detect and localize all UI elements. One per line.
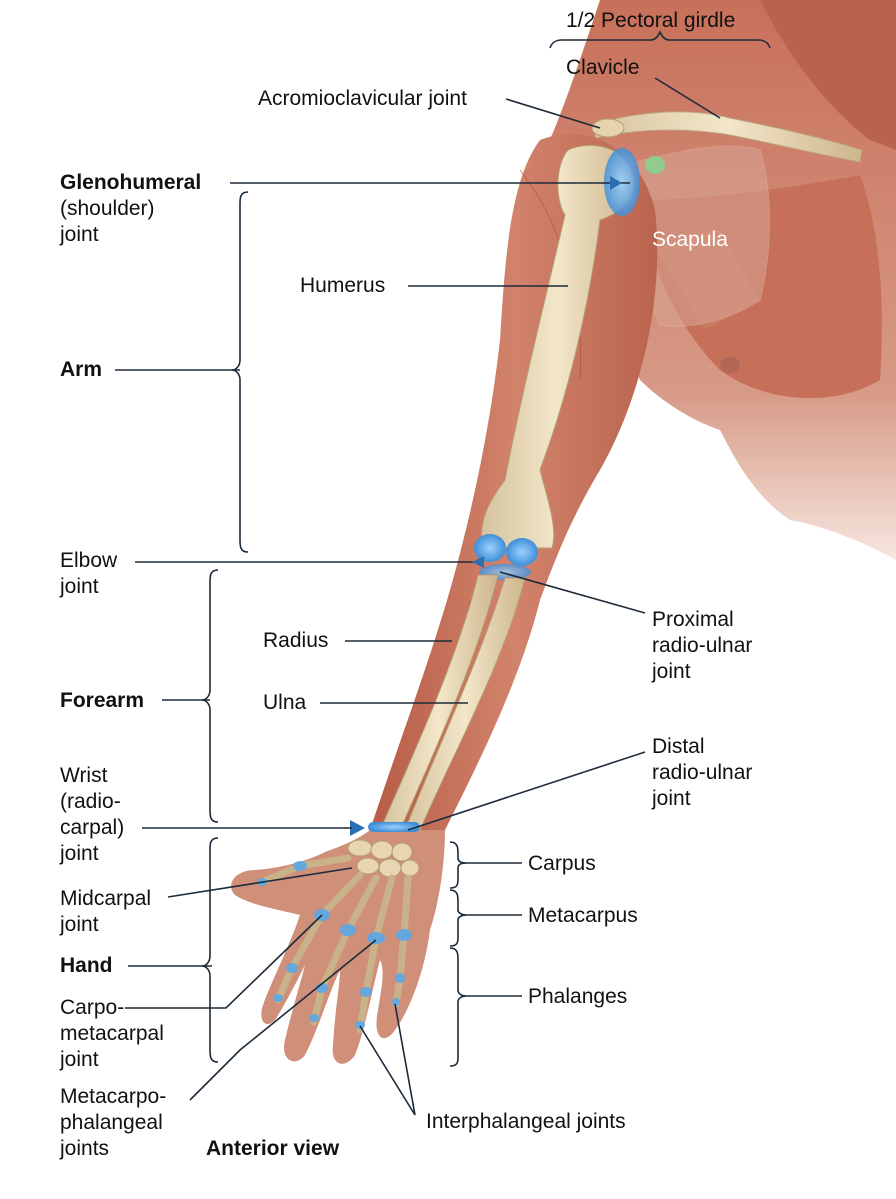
label-proximal: Proximal: [652, 608, 734, 631]
label-proximal-radio-ulnar: radio-ulnar: [652, 634, 753, 657]
label-anterior-view: Anterior view: [206, 1137, 340, 1160]
carpus-bracket: [449, 841, 467, 889]
interphalangeal-leader-2: [394, 1003, 416, 1116]
interphalangeal-leader-1: [359, 1025, 416, 1116]
label-interphalangeal-joints: Interphalangeal joints: [426, 1110, 626, 1133]
midcarpal-leader: [167, 867, 353, 898]
carpometacarpal-leader: [125, 914, 323, 1009]
leader-lines: [115, 77, 721, 1116]
label-distal: Distal: [652, 735, 705, 758]
label-arm: Arm: [60, 358, 103, 381]
label-humerus: Humerus: [300, 274, 386, 297]
label-phalangeal: phalangeal: [60, 1111, 163, 1134]
hand-bracket: [201, 837, 219, 1063]
hand-bones: [258, 854, 412, 1034]
clavicle-bone: [591, 111, 863, 163]
label-metacarpo: Metacarpo-: [60, 1085, 167, 1108]
metacarpophalangeal-leader: [189, 939, 377, 1101]
label-pectoral-girdle: 1/2 Pectoral girdle: [566, 9, 736, 32]
label-metacarpus: Metacarpus: [528, 904, 638, 927]
label-glenohumeral-joint: joint: [60, 223, 99, 246]
label-distal-radio-ulnar: radio-ulnar: [652, 761, 753, 784]
glenohumeral-joint-highlight: [604, 148, 640, 216]
label-cmc-joint: joint: [60, 1048, 99, 1071]
label-wrist-carpal: carpal): [60, 816, 125, 839]
label-hand: Hand: [60, 954, 113, 977]
phalanges-bracket: [449, 947, 467, 1067]
label-midcarpal: Midcarpal: [60, 887, 152, 910]
label-carpus: Carpus: [528, 852, 596, 875]
label-proximal-joint: joint: [652, 660, 691, 683]
distal-radio-ulnar-leader: [407, 751, 646, 831]
arm-bracket: [231, 191, 249, 553]
label-radius: Radius: [263, 629, 329, 652]
acromioclavicular-leader: [505, 98, 601, 129]
label-elbow-joint: joint: [60, 575, 99, 598]
label-distal-joint: joint: [652, 787, 691, 810]
label-wrist-joint: joint: [60, 842, 99, 865]
pectoral-girdle-bracket: [549, 30, 771, 49]
label-ulna: Ulna: [263, 691, 307, 714]
label-acromioclavicular-joint: Acromioclavicular joint: [258, 87, 467, 110]
metacarpus-bracket: [449, 889, 467, 947]
brackets: [201, 30, 771, 1067]
label-glenohumeral-shoulder: (shoulder): [60, 197, 155, 220]
forearm-bracket: [201, 569, 219, 823]
clavicle-leader: [654, 77, 721, 119]
label-mcp-joints: joints: [60, 1137, 110, 1160]
label-phalanges: Phalanges: [528, 985, 628, 1008]
label-metacarpal: metacarpal: [60, 1022, 164, 1045]
ulna-bone: [404, 577, 526, 831]
label-midcarpal-joint: joint: [60, 913, 99, 936]
label-clavicle: Clavicle: [566, 56, 640, 79]
wrist-joint-highlight: [350, 820, 420, 836]
label-wrist-radio: (radio-: [60, 790, 121, 813]
acromion-cartilage: [645, 156, 665, 174]
label-wrist: Wrist: [60, 764, 108, 787]
label-elbow: Elbow: [60, 549, 118, 572]
proximal-radio-ulnar-leader: [499, 571, 646, 614]
label-forearm: Forearm: [60, 689, 145, 712]
label-carpo: Carpo-: [60, 996, 125, 1019]
label-scapula: Scapula: [652, 228, 728, 251]
label-glenohumeral: Glenohumeral: [60, 171, 202, 194]
